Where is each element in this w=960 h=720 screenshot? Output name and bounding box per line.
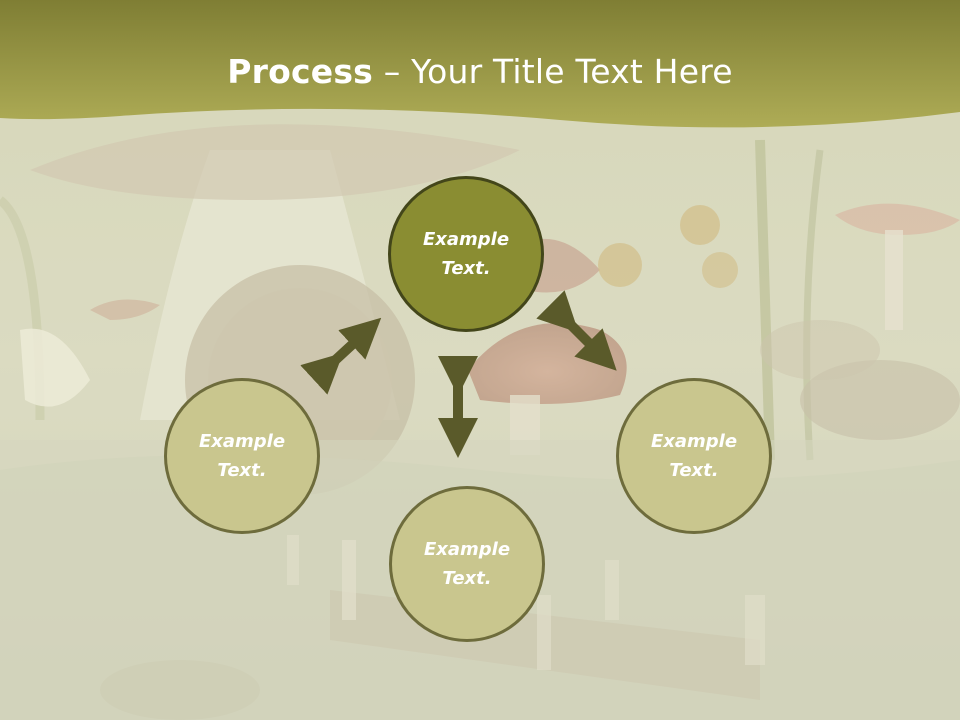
node-bottom-label: Example Text. [423,539,511,589]
title-rest-part: – Your Title Text Here [373,52,733,91]
node-right-label: Example Text. [650,431,738,481]
process-node-bottom: Example Text. [389,486,545,642]
process-node-left: Example Text. [164,378,320,534]
title-bold-part: Process [227,52,374,91]
process-node-center: Example Text. [388,176,544,332]
slide-title: Process – Your Title Text Here [0,52,960,91]
node-left-label: Example Text. [198,431,286,481]
arrow-center-left [300,317,382,395]
process-node-right: Example Text. [616,378,772,534]
arrow-center-right [536,290,617,371]
node-center-label: Example Text. [422,229,510,279]
